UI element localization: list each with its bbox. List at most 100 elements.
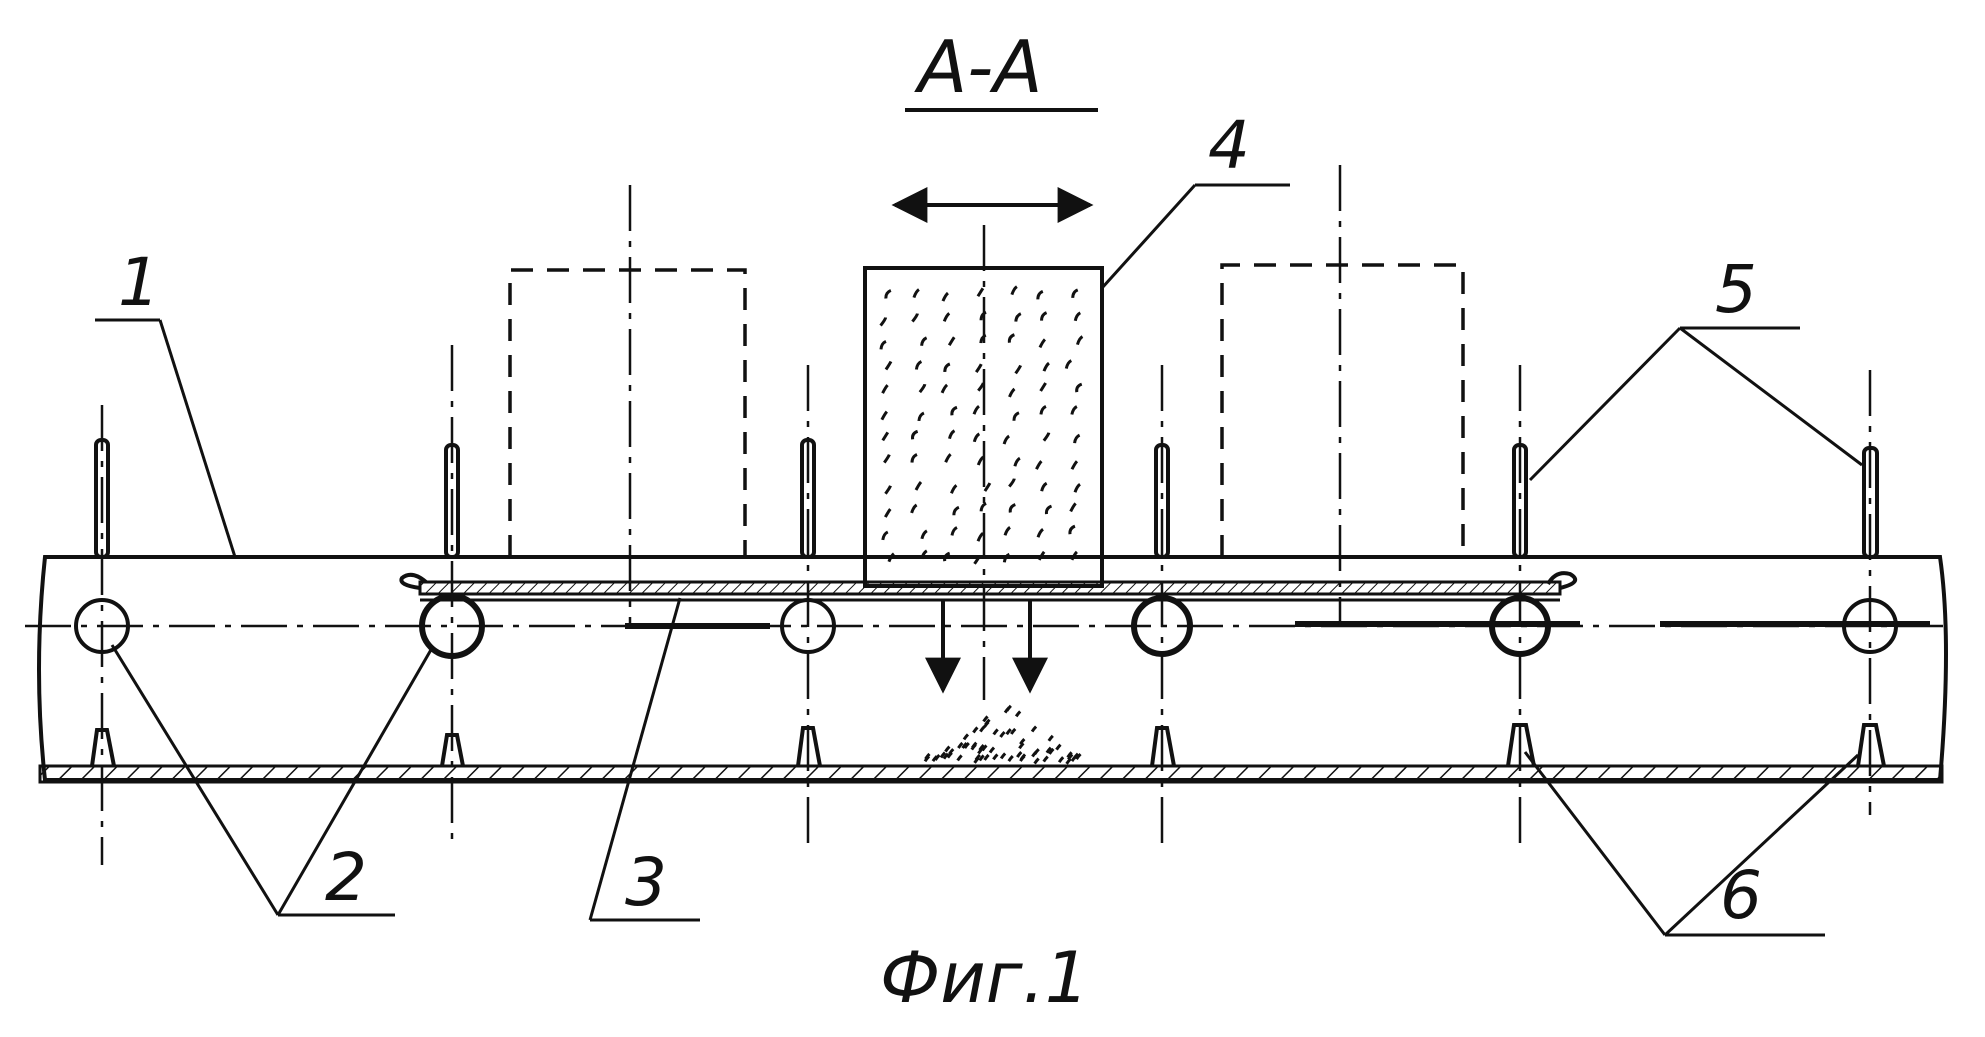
granule: [885, 509, 890, 517]
granule: [922, 338, 927, 346]
pile-granule: [1011, 729, 1015, 734]
callout-5-label: 5: [1715, 251, 1757, 328]
pile-granule: [1001, 732, 1005, 737]
granule: [1041, 406, 1046, 414]
granule: [1009, 389, 1014, 397]
pile-granule: [1009, 756, 1013, 761]
granule: [946, 454, 951, 462]
pile-granule: [964, 734, 968, 739]
hopper-right-dashed: [1222, 265, 1463, 557]
granule: [1040, 339, 1045, 347]
granule: [922, 531, 927, 539]
granule: [883, 532, 888, 540]
granule: [952, 527, 957, 535]
granule: [1004, 436, 1009, 444]
granule: [954, 507, 959, 515]
pile-granule: [945, 747, 949, 752]
granule: [883, 385, 888, 393]
granule: [949, 431, 954, 439]
granule: [882, 412, 887, 420]
pile-granule: [985, 755, 989, 760]
pile-granule: [1001, 753, 1005, 758]
granule: [981, 503, 986, 511]
material-pile: [925, 706, 1080, 764]
callout-1-label: 1: [118, 244, 160, 321]
granule: [1014, 413, 1019, 421]
granule: [945, 364, 950, 372]
callout-6-label: 6: [1720, 857, 1762, 934]
granule: [1012, 287, 1017, 295]
granule: [1075, 484, 1080, 492]
granule: [916, 482, 921, 490]
granule: [1016, 314, 1021, 322]
granule: [881, 341, 886, 349]
pile-granule: [1017, 752, 1021, 757]
granule: [1044, 433, 1049, 441]
granule: [886, 290, 891, 298]
callout-1: 1: [95, 244, 235, 557]
pile-granule: [1056, 745, 1060, 750]
pile-granule: [1005, 708, 1009, 713]
granule: [1041, 383, 1046, 391]
granule: [974, 434, 979, 442]
granule: [943, 293, 948, 301]
granule: [1038, 291, 1043, 299]
granule: [944, 313, 949, 321]
granule: [1036, 461, 1041, 469]
granule: [1066, 361, 1071, 369]
granule: [978, 383, 983, 391]
granule: [912, 431, 917, 439]
hopper-left-dashed: [510, 270, 745, 557]
granule: [949, 337, 954, 345]
granular-material: [881, 287, 1083, 564]
granule: [1042, 313, 1047, 321]
granule: [916, 362, 921, 370]
pile-granule: [973, 727, 977, 732]
pile-granule: [990, 748, 994, 753]
callout-2-label: 2: [325, 839, 367, 916]
granule: [1073, 290, 1078, 298]
callout-3-label: 3: [625, 844, 667, 921]
granule: [1075, 313, 1080, 321]
granule: [881, 318, 886, 326]
granule: [914, 290, 919, 298]
granule: [1015, 458, 1020, 466]
pile-granule: [1016, 711, 1020, 716]
granule: [1072, 461, 1077, 469]
granule: [1046, 506, 1051, 514]
figure-caption: Фиг.1: [880, 937, 1089, 1019]
callout-4-label: 4: [1208, 107, 1250, 184]
pile-granule: [994, 729, 998, 734]
granule: [942, 385, 947, 393]
granule: [912, 314, 917, 322]
pile-granule: [980, 727, 984, 732]
granule: [1009, 335, 1014, 343]
granule: [886, 362, 891, 370]
granule: [1077, 384, 1082, 392]
pile-granule: [1032, 727, 1036, 732]
pile-granule: [1067, 759, 1071, 764]
pile-granule: [1007, 729, 1011, 734]
pins-top: [96, 440, 1877, 557]
granule: [1077, 337, 1082, 345]
granule: [1016, 365, 1021, 373]
granule: [1010, 505, 1015, 513]
motion-arrows: [895, 205, 1090, 690]
granule: [978, 457, 983, 465]
granule: [883, 432, 888, 440]
granule: [951, 485, 956, 493]
pile-granule: [1020, 756, 1024, 761]
section-title: A-A: [905, 25, 1098, 110]
granule: [884, 455, 889, 463]
supports-bottom: [92, 725, 1884, 766]
granule: [912, 455, 917, 463]
granule: [886, 486, 891, 494]
hoppers-dashed: [510, 265, 1463, 557]
callout-5: 5: [1530, 251, 1862, 480]
granule: [1075, 435, 1080, 443]
pile-granule: [1049, 736, 1053, 741]
granule: [1072, 407, 1077, 415]
pile-granule: [1044, 757, 1048, 762]
granule: [912, 505, 917, 513]
